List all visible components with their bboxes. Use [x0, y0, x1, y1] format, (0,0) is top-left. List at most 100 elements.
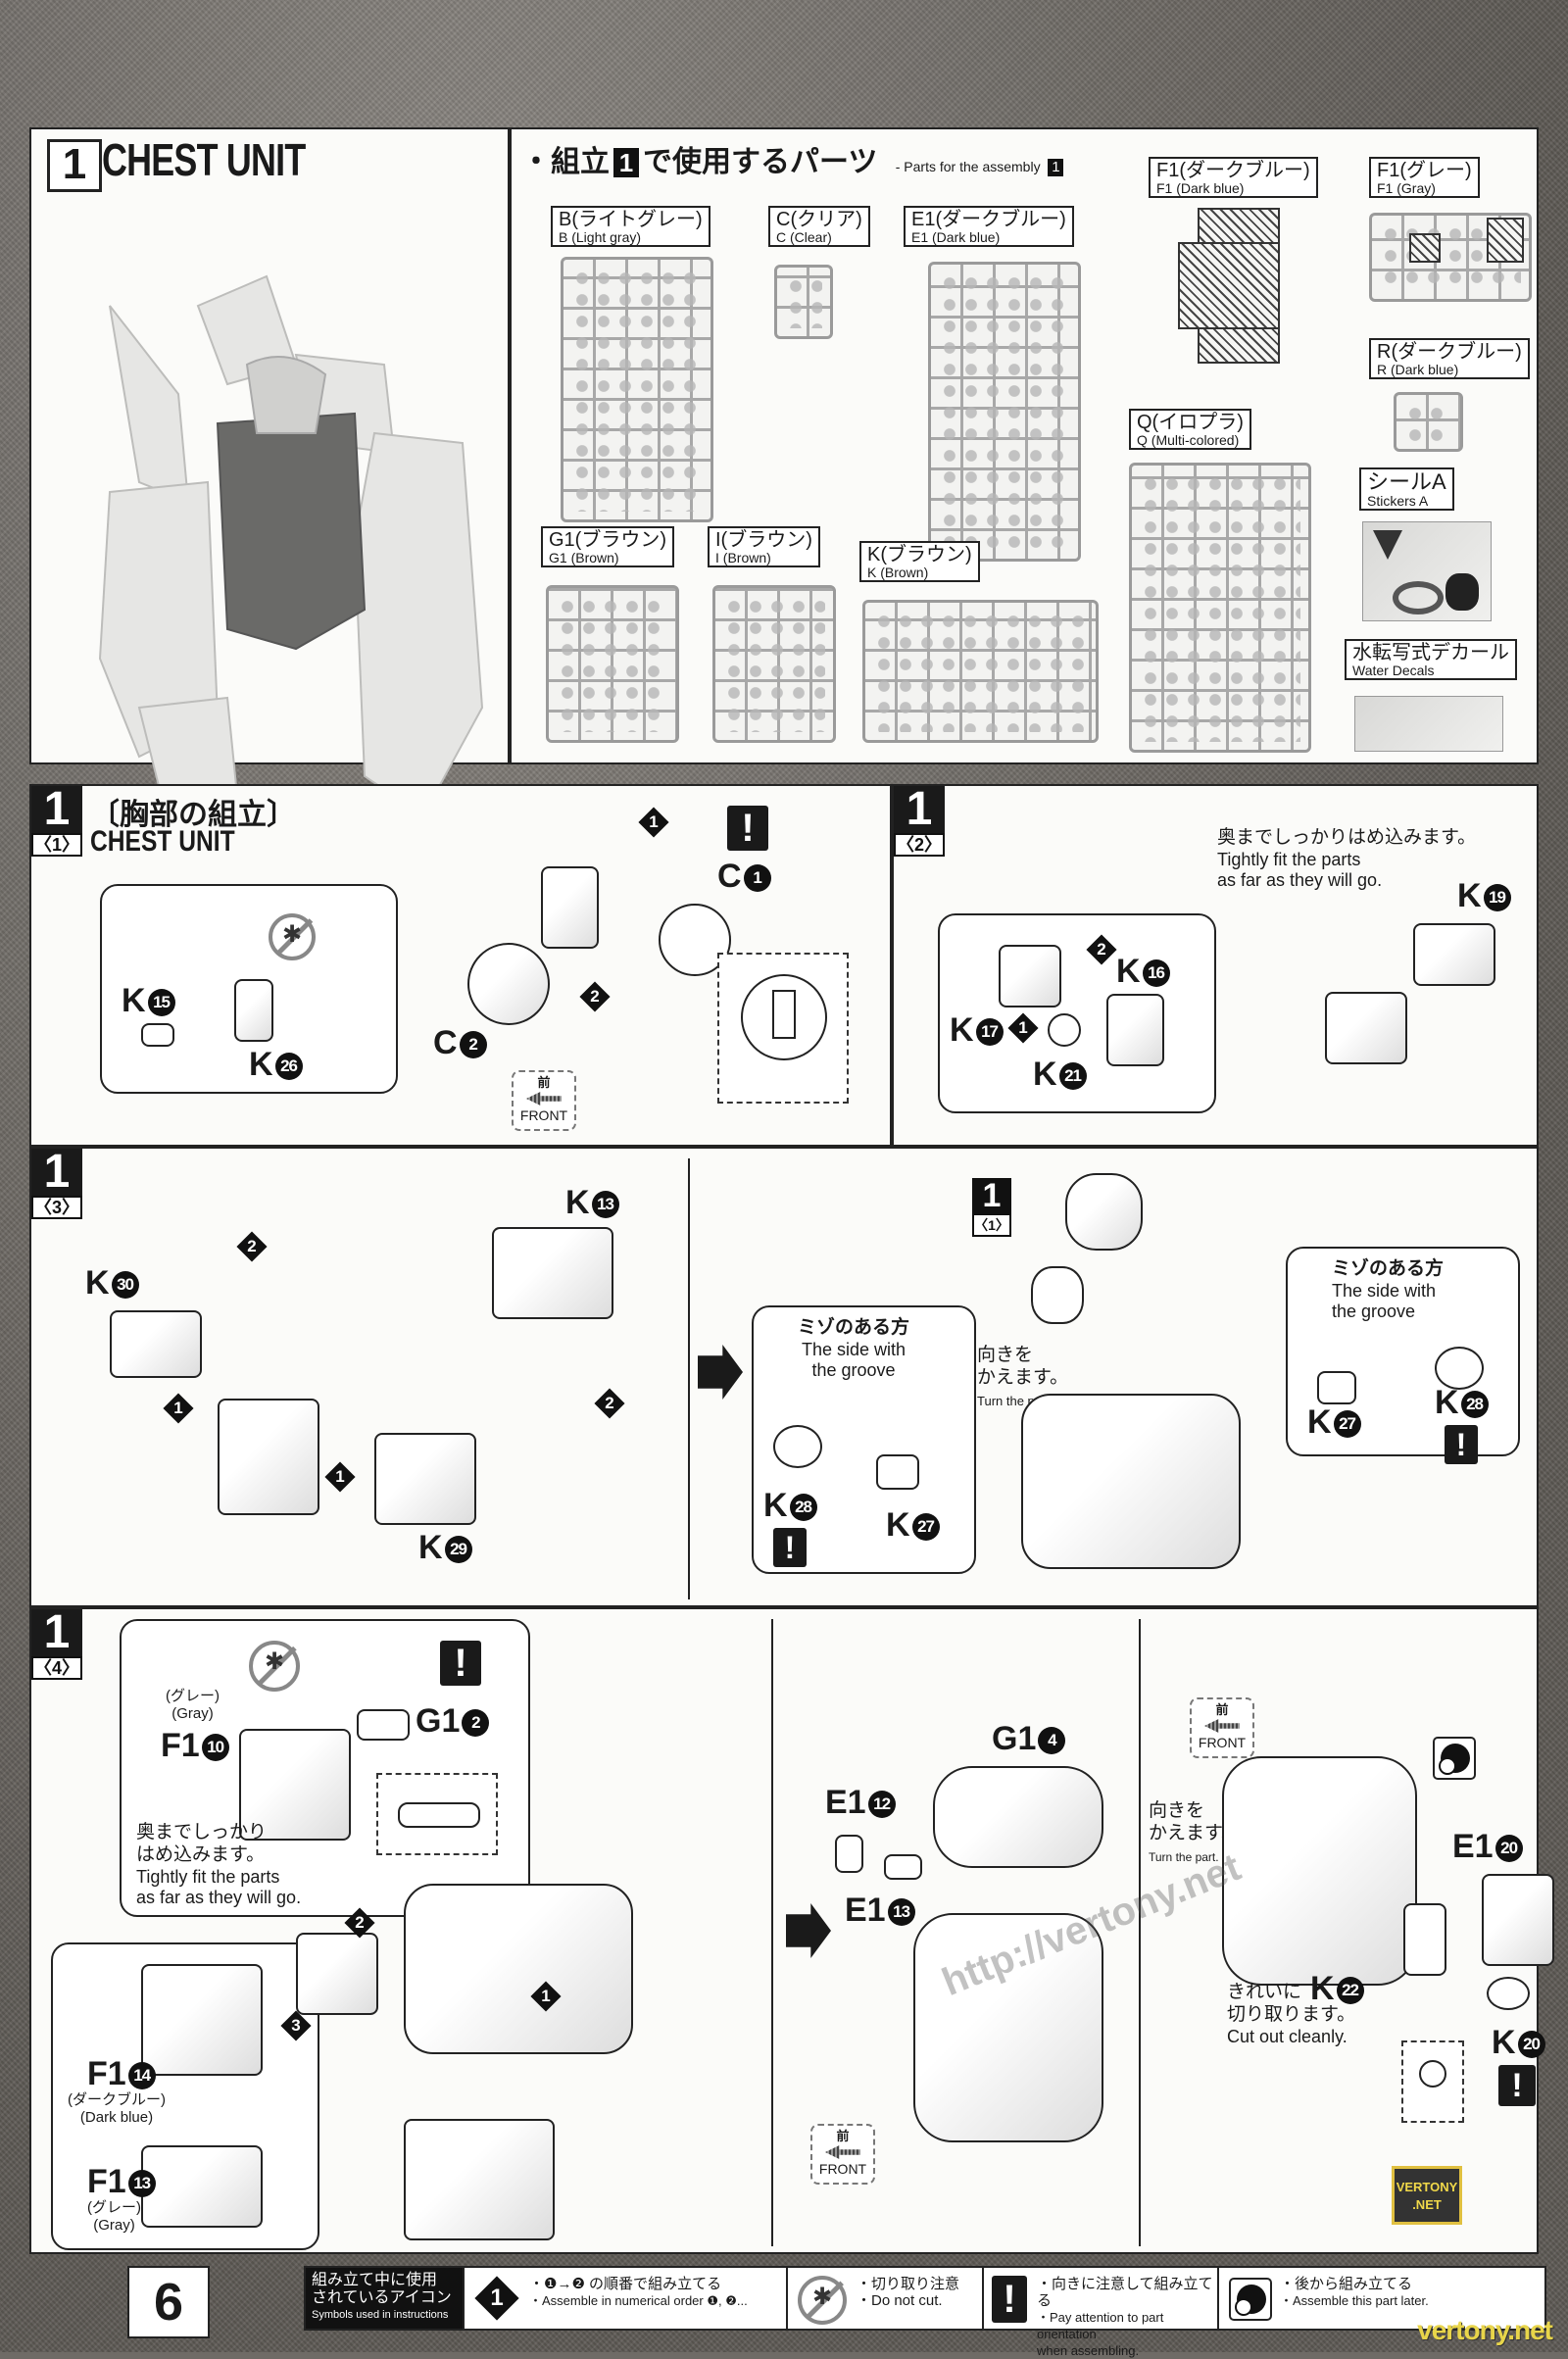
order-1-icon: 1	[163, 1393, 194, 1424]
runner-k-illustration	[862, 600, 1099, 743]
runner-c-illustration	[774, 265, 833, 339]
runner-label-e1: E1(ダークブルー)E1 (Dark blue)	[904, 206, 1074, 247]
k15-part	[141, 1023, 174, 1047]
k20-detail-view	[1401, 2040, 1464, 2123]
legend-item-assemble-later: ・後から組み立てる・Assemble this part later.	[1217, 2268, 1546, 2329]
step-1-1-panel: 1〈1〉 〔胸部の組立〕 CHEST UNIT K15 K26 1 2 ! C1…	[29, 784, 892, 1147]
g1-2-part	[357, 1709, 410, 1741]
runner-b-illustration	[561, 257, 713, 522]
runner-label-q: Q(イロプラ)Q (Multi-colored)	[1129, 409, 1251, 450]
orientation-warning-icon: !	[440, 1641, 481, 1686]
e1-20-part	[1482, 1874, 1554, 1966]
e1-13-part	[884, 1854, 922, 1880]
k19-part	[1413, 923, 1495, 986]
runner-e1-illustration	[928, 262, 1081, 562]
assemble-later-icon	[1229, 2278, 1272, 2321]
icon-legend: 組み立て中に使用 されているアイコン Symbols used in instr…	[304, 2266, 1546, 2358]
order-3-icon: 3	[280, 2010, 312, 2041]
numbered-diamond-icon: 1	[474, 2276, 519, 2321]
ref-step-badge: 1 〈1〉	[972, 1178, 1011, 1237]
orientation-warning-icon: !	[773, 1528, 807, 1567]
gray-note: (グレー)(Gray)	[166, 1688, 220, 1722]
orientation-warning-icon: !	[727, 806, 768, 851]
runner-i-illustration	[712, 585, 836, 743]
heading-step-num: 1	[613, 148, 639, 177]
order-2-icon: 2	[344, 1907, 375, 1939]
runner-label-f1-dark-blue: F1(ダークブルー)F1 (Dark blue)	[1149, 157, 1318, 198]
f1-13-part	[141, 2145, 263, 2228]
runner-label-g1: G1(ブラウン)G1 (Brown)	[541, 526, 674, 567]
section-divider	[688, 1158, 690, 1599]
k16-part	[1106, 994, 1164, 1066]
order-2-icon: 2	[236, 1231, 268, 1262]
step-title-jp: 〔胸部の組立〕	[90, 799, 296, 831]
site-watermark: vertony.net	[1417, 2315, 1553, 2345]
f1-14-part	[141, 1964, 263, 2076]
legend-item-orientation: ! ・向きに注意して組み立てる・Pay attention to part or…	[982, 2268, 1217, 2358]
step-number-badge: 1〈1〉	[31, 786, 82, 857]
runner-label-r: R(ダークブルー)R (Dark blue)	[1369, 338, 1530, 379]
step-number-badge: 1〈4〉	[31, 1609, 82, 1680]
assembled-part	[1325, 992, 1407, 1064]
chest-assembly	[404, 1884, 633, 2054]
step-number-box: 1	[47, 139, 102, 192]
order-2-icon: 2	[594, 1388, 625, 1419]
next-step-arrow	[698, 1345, 743, 1400]
k28-part	[1435, 1347, 1484, 1390]
g1-4-part	[933, 1766, 1103, 1868]
order-2-icon: 2	[579, 981, 611, 1012]
c1-detail-view	[717, 953, 849, 1104]
runner-g1-illustration	[546, 585, 679, 743]
g1-2-detail-view	[376, 1773, 498, 1855]
c2-part	[467, 943, 550, 1025]
center-part	[218, 1399, 319, 1515]
order-1-icon: 1	[324, 1461, 356, 1493]
chest-frame-part	[541, 866, 599, 949]
turn-part-note: 向きをかえます。Turn the part.	[1149, 1800, 1241, 1864]
runner-q-illustration	[1129, 463, 1311, 753]
k28-part	[773, 1425, 822, 1468]
stickers-a-illustration	[1362, 521, 1492, 621]
k27-part	[876, 1454, 919, 1490]
k21-part	[1048, 1013, 1081, 1047]
legend-item-do-not-cut: ・切り取り注意・Do not cut.	[786, 2268, 982, 2329]
runner-label-c: C(クリア)C (Clear)	[768, 206, 870, 247]
order-2-icon: 2	[1086, 934, 1117, 965]
ref-assembly-part	[1065, 1173, 1143, 1251]
chest-assembly-lower	[913, 1913, 1103, 2142]
step-title-en: CHEST UNIT	[90, 825, 235, 858]
order-1-icon: 1	[1007, 1012, 1039, 1044]
runner-f1-dark-blue-illustration-part	[1178, 242, 1278, 329]
exclamation-icon: !	[992, 2276, 1027, 2323]
k27-part	[1317, 1371, 1356, 1404]
runner-label-f1-gray: F1(グレー)F1 (Gray)	[1369, 157, 1480, 198]
head-mount-part	[296, 1933, 378, 2015]
e1-12-part	[835, 1835, 863, 1873]
